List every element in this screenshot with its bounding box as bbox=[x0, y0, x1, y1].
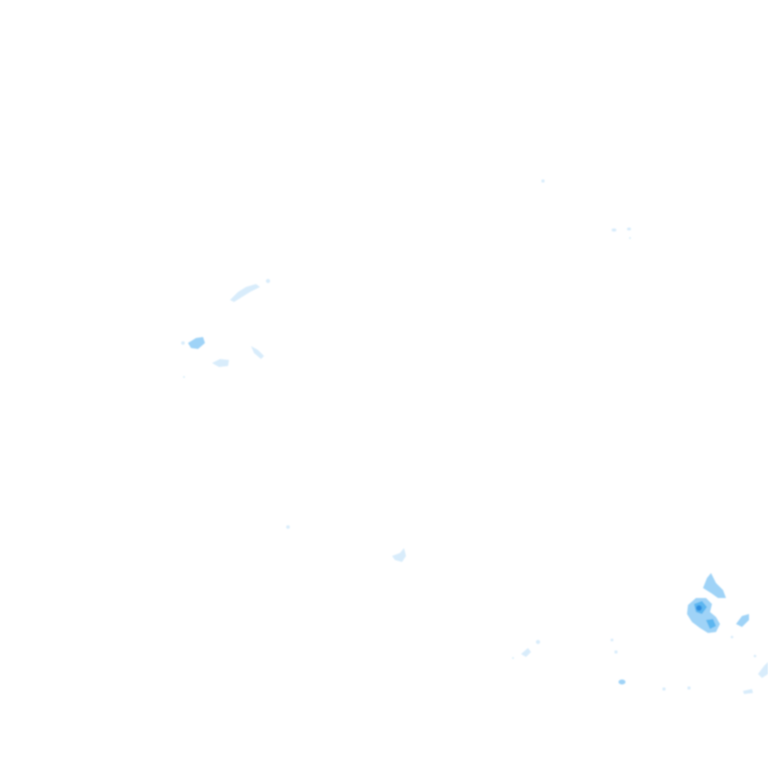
precip-echo-light bbox=[758, 662, 768, 678]
precip-echo-light bbox=[536, 640, 540, 644]
precip-echo-light bbox=[212, 359, 229, 367]
precip-echo-light bbox=[286, 525, 290, 529]
precip-cell-upper-center bbox=[541, 179, 631, 239]
precip-echo-light bbox=[627, 227, 631, 231]
precip-echo-heavy bbox=[706, 619, 716, 629]
precip-cell-southeast-storm bbox=[687, 573, 768, 694]
precip-echo-light bbox=[629, 237, 631, 239]
precip-echo-moderate bbox=[703, 573, 726, 598]
precip-echo-light bbox=[521, 648, 531, 657]
precip-echo-light bbox=[392, 548, 406, 562]
precip-cell-central bbox=[286, 525, 406, 562]
precip-echo-light bbox=[266, 279, 270, 283]
precip-cell-west bbox=[181, 279, 270, 378]
precip-echo-light bbox=[687, 686, 691, 690]
precip-echo-light bbox=[614, 650, 618, 654]
precip-echo-light bbox=[512, 657, 514, 659]
precip-echo-light bbox=[611, 228, 617, 232]
precip-echo-moderate bbox=[188, 337, 205, 349]
precip-echo-light bbox=[610, 638, 614, 642]
precip-echo-light bbox=[743, 689, 753, 694]
precipitation-layer bbox=[181, 179, 768, 694]
precip-echo-moderate bbox=[736, 614, 749, 627]
precip-echo-light bbox=[181, 341, 185, 345]
precip-echo-light bbox=[662, 687, 666, 691]
precip-echo-intense bbox=[696, 605, 702, 611]
precip-echo-light bbox=[230, 284, 260, 302]
precip-echo-moderate bbox=[618, 679, 626, 685]
precip-echo-light bbox=[183, 376, 185, 378]
precip-echo-light bbox=[730, 635, 734, 639]
precip-echo-light bbox=[251, 346, 264, 359]
precip-cell-south bbox=[512, 638, 691, 691]
precip-echo-light bbox=[753, 654, 757, 658]
precip-echo-light bbox=[541, 179, 545, 183]
